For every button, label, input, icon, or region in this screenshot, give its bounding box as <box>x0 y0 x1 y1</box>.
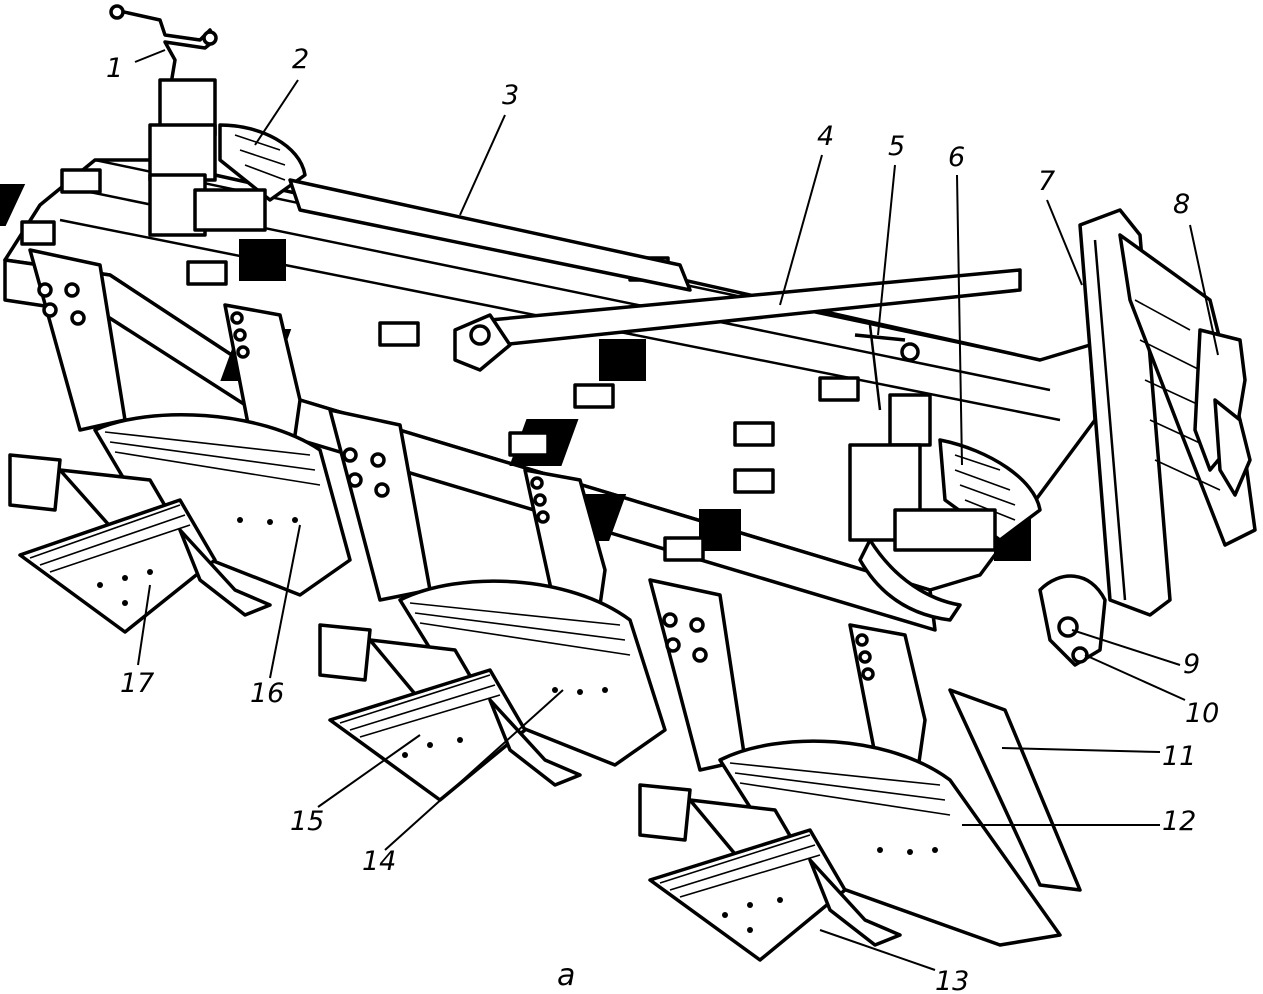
hitch-bracket <box>1193 328 1252 497</box>
label-17: 17 <box>120 668 154 699</box>
leader-lines <box>134 49 1219 971</box>
figure-caption: а <box>557 958 575 993</box>
label-3: 3 <box>502 80 519 111</box>
label-1: 1 <box>106 53 123 84</box>
plough-body-rear <box>8 248 352 634</box>
label-13: 13 <box>935 966 969 994</box>
plough-body-front <box>638 578 1082 962</box>
label-5: 5 <box>888 131 905 162</box>
screw-mechanism <box>109 4 218 182</box>
label-14: 14 <box>362 846 396 877</box>
label-15: 15 <box>290 806 324 837</box>
label-6: 6 <box>948 142 965 173</box>
support-wheel-front <box>848 438 1042 622</box>
label-2: 2 <box>292 44 309 75</box>
brace-rod <box>453 268 1022 372</box>
support-wheel-rear <box>148 123 307 237</box>
plough-body-middle <box>318 408 667 802</box>
label-4: 4 <box>817 121 834 152</box>
part-labels: 1 2 3 4 5 6 7 8 9 10 11 12 13 14 15 16 1… <box>106 44 1219 994</box>
label-16: 16 <box>250 678 284 709</box>
adjust-screw-front <box>854 324 932 447</box>
label-8: 8 <box>1173 189 1190 220</box>
label-11: 11 <box>1162 741 1196 772</box>
label-9: 9 <box>1183 649 1200 680</box>
label-12: 12 <box>1162 806 1196 837</box>
lower-hitch-pin <box>1038 574 1107 667</box>
label-10: 10 <box>1185 698 1219 729</box>
drawbar <box>288 178 692 292</box>
label-7: 7 <box>1038 166 1055 197</box>
